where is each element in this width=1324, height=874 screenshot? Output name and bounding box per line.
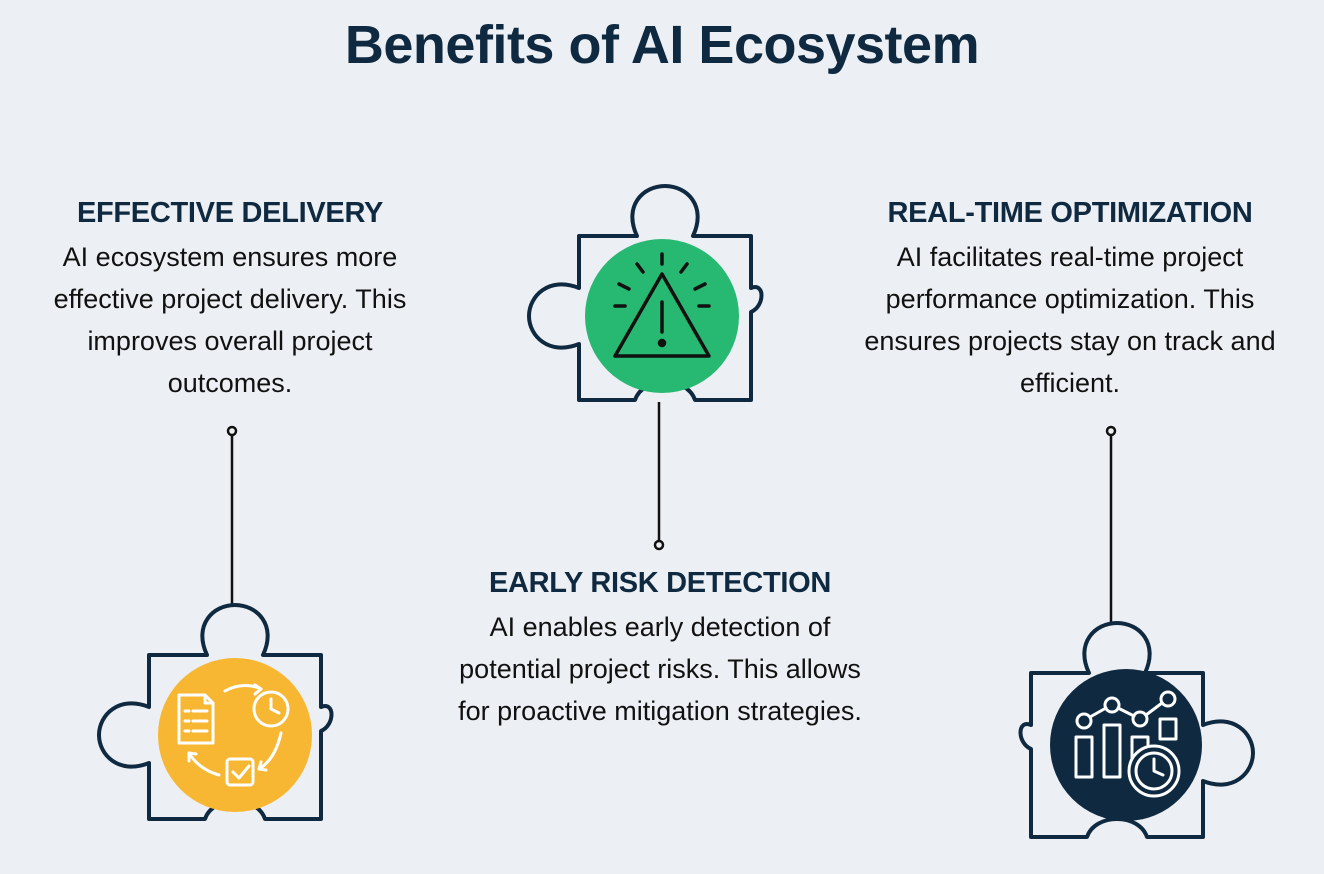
benefit-text: AI enables early detection of potential … [458,612,862,726]
puzzle-piece-early-risk-detection [527,184,764,402]
benefit-heading: EFFECTIVE DELIVERY [76,197,384,229]
benefit-real-time-optimization: REAL-TIME OPTIMIZATION AI facilitates re… [850,196,1290,404]
puzzle-piece-effective-delivery [97,603,334,821]
page-title: Benefits of AI Ecosystem [344,15,980,75]
benefit-heading: EARLY RISK DETECTION [488,567,832,599]
chart-disc [1050,669,1202,821]
connector-effective-delivery [226,425,238,604]
connector-real-time-optimization [1105,425,1117,624]
benefit-heading: REAL-TIME OPTIMIZATION [887,197,1253,229]
benefit-text: AI facilitates real-time project perform… [864,242,1276,398]
benefit-text: AI ecosystem ensures more effective proj… [53,242,407,398]
benefit-early-risk-detection: EARLY RISK DETECTION AI enables early de… [455,566,865,732]
warning-alert-icon [613,252,711,358]
connector-early-risk-detection [653,402,665,551]
benefit-effective-delivery: EFFECTIVE DELIVERY AI ecosystem ensures … [30,196,430,404]
performance-chart-clock-icon [1074,690,1181,798]
workflow-cycle-icon [177,683,290,787]
